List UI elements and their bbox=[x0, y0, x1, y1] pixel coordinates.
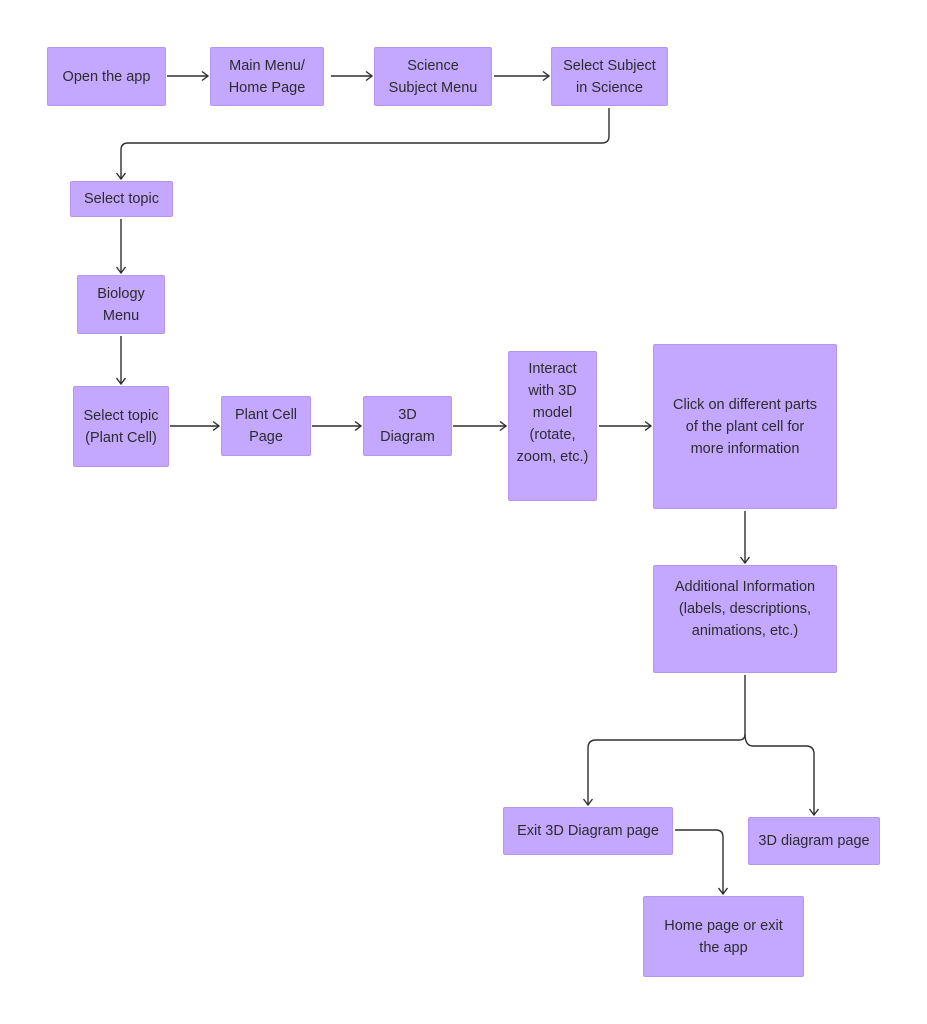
node-home-page-or-exit[interactable]: Home page or exit the app bbox=[643, 896, 804, 977]
node-additional-information[interactable]: Additional Information (labels, descript… bbox=[653, 565, 837, 673]
node-label: Open the app bbox=[62, 68, 151, 85]
node-exit-3d-diagram-page[interactable]: Exit 3D Diagram page bbox=[503, 807, 673, 855]
node-interact-with-3d-model[interactable]: Interact with 3D model (rotate, zoom, et… bbox=[508, 351, 597, 501]
node-select-subject-in-science[interactable]: Select Subject in Science bbox=[551, 47, 668, 106]
node-open-app[interactable]: Open the app bbox=[47, 47, 166, 106]
node-select-topic[interactable]: Select topic bbox=[70, 181, 173, 217]
node-label: 3D diagram page bbox=[758, 833, 870, 849]
node-label: Select topic (Plant Cell) bbox=[83, 407, 159, 446]
node-label: Main Menu/ Home Page bbox=[228, 57, 306, 96]
node-label: Biology Menu bbox=[97, 285, 145, 324]
node-label: Click on different parts of the plant ce… bbox=[673, 396, 817, 457]
node-label: 3D Diagram bbox=[380, 407, 435, 445]
node-label: Exit 3D Diagram page bbox=[517, 823, 659, 839]
edge-select-subject-to-select-topic bbox=[115, 108, 610, 181]
edge-additional-info-to-exit-3d bbox=[582, 675, 746, 807]
node-label: Additional Information (labels, descript… bbox=[674, 579, 816, 639]
node-plant-cell-page[interactable]: Plant Cell Page bbox=[221, 396, 311, 456]
node-select-topic-plant-cell[interactable]: Select topic (Plant Cell) bbox=[73, 386, 169, 467]
node-label: Plant Cell Page bbox=[234, 407, 298, 445]
node-3d-diagram-page[interactable]: 3D diagram page bbox=[748, 817, 880, 865]
node-label: Select topic bbox=[84, 191, 159, 207]
node-label: Interact with 3D model (rotate, zoom, et… bbox=[516, 361, 589, 465]
node-main-menu[interactable]: Main Menu/ Home Page bbox=[210, 47, 324, 106]
edge-additional-info-to-3d-diagram-page bbox=[744, 733, 820, 817]
node-label: Home page or exit the app bbox=[664, 917, 783, 956]
node-science-subject-menu[interactable]: Science Subject Menu bbox=[374, 47, 492, 106]
node-3d-diagram[interactable]: 3D Diagram bbox=[363, 396, 452, 456]
node-click-on-parts[interactable]: Click on different parts of the plant ce… bbox=[653, 344, 837, 509]
node-biology-menu[interactable]: Biology Menu bbox=[77, 275, 165, 334]
node-label: Science Subject Menu bbox=[388, 57, 478, 96]
node-label: Select Subject in Science bbox=[563, 57, 656, 96]
edge-exit-3d-to-home-or-exit bbox=[675, 829, 729, 896]
